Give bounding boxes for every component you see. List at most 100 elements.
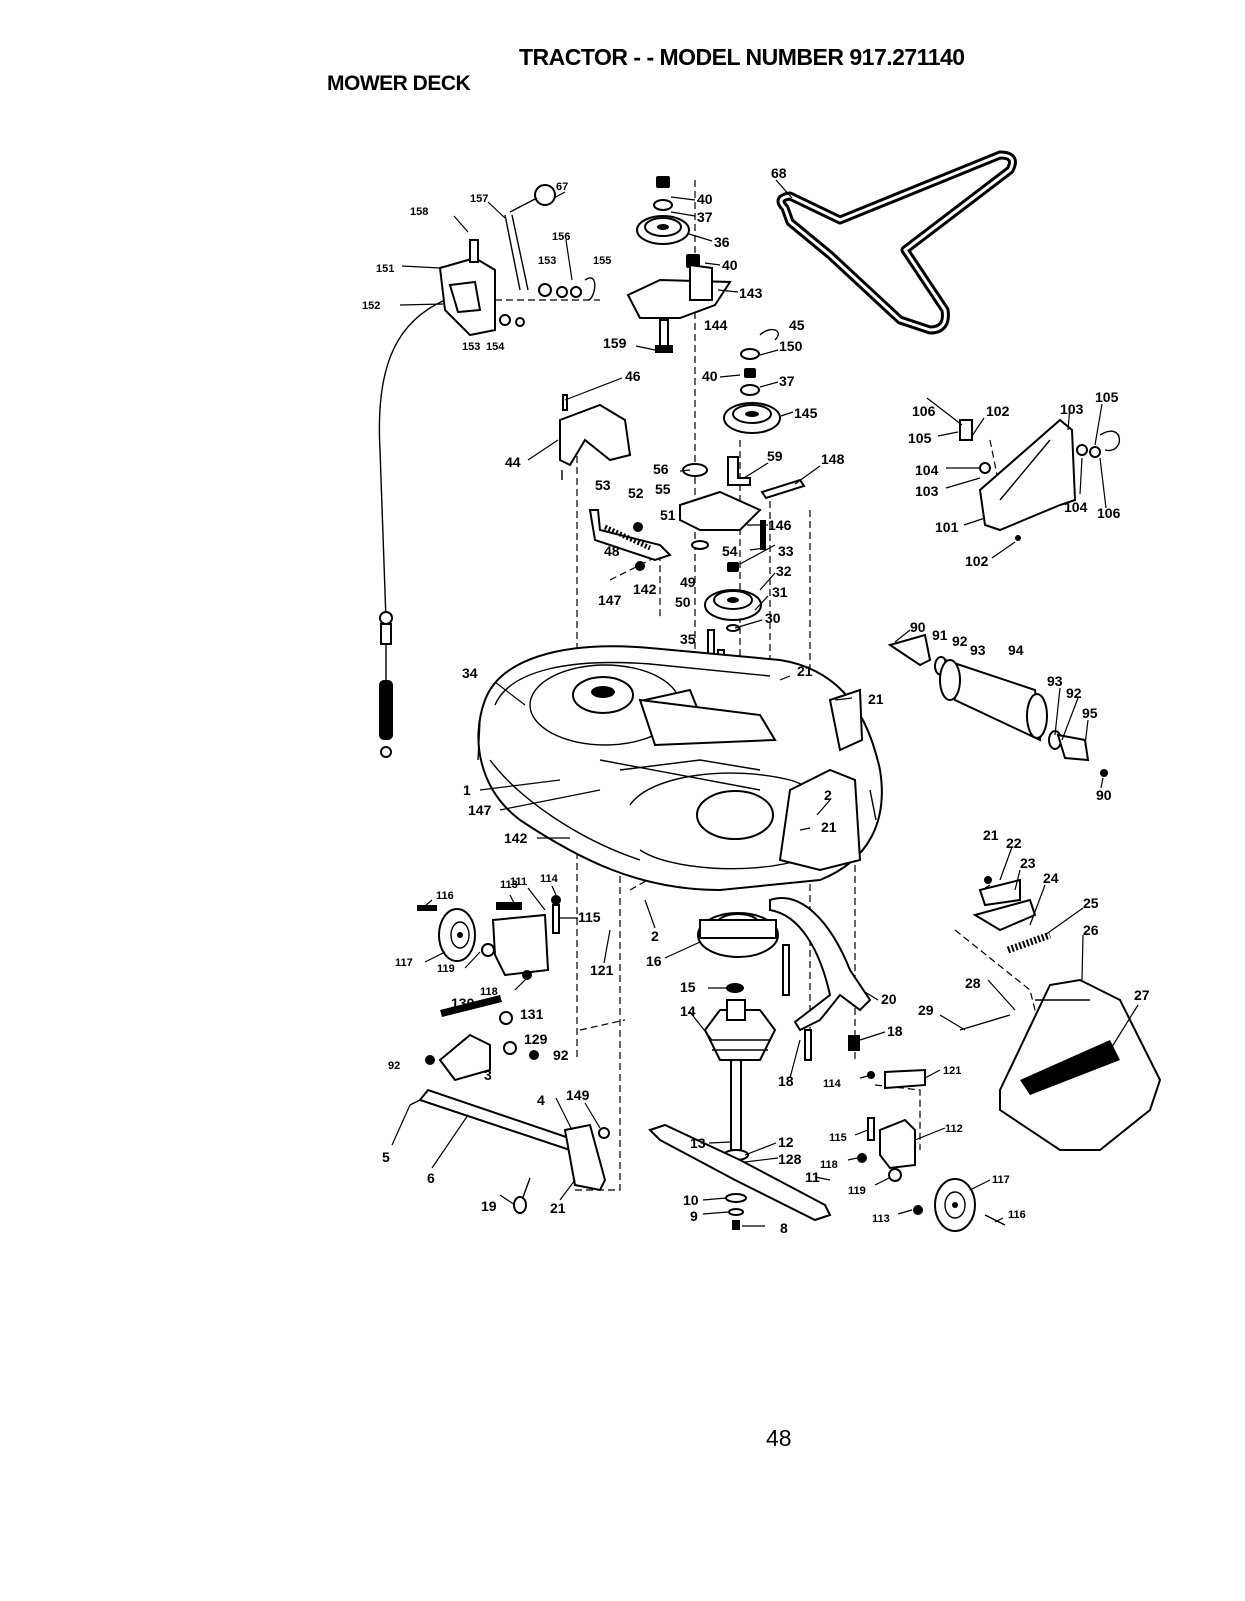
mulch-cover-door xyxy=(959,418,1121,541)
blade-spindle-assembly xyxy=(648,912,832,1230)
callout-1: 1 xyxy=(463,782,471,798)
callout-148: 148 xyxy=(821,451,845,467)
callout-155: 155 xyxy=(593,255,611,267)
callout-151: 151 xyxy=(376,263,394,275)
tension-spring-arm xyxy=(588,509,672,571)
callout-130: 130 xyxy=(451,995,475,1011)
callout-34: 34 xyxy=(462,665,478,681)
callout-22: 22 xyxy=(1006,835,1022,851)
leader-lines xyxy=(391,179,1139,1227)
callout-115-left: 115 xyxy=(578,909,601,925)
callout-25: 25 xyxy=(1083,895,1099,911)
callout-104-right: 104 xyxy=(1064,499,1088,515)
callout-101: 101 xyxy=(935,519,959,535)
callout-106-upper: 106 xyxy=(912,403,936,419)
page-number: 48 xyxy=(766,1425,792,1451)
callout-152: 152 xyxy=(362,300,380,312)
callout-143: 143 xyxy=(739,285,763,301)
rear-link-assembly xyxy=(409,995,610,1214)
idler-arm xyxy=(679,456,806,550)
callout-91: 91 xyxy=(932,627,948,643)
callout-67: 67 xyxy=(556,181,568,193)
callout-6: 6 xyxy=(427,1170,435,1186)
callout-116-right: 116 xyxy=(1008,1209,1026,1221)
callout-19: 19 xyxy=(481,1198,497,1214)
belt-guard xyxy=(559,394,632,480)
callout-40-lower: 40 xyxy=(702,368,718,384)
callout-37-top: 37 xyxy=(697,209,713,225)
drive-belt xyxy=(776,150,1017,335)
callout-26: 26 xyxy=(1083,922,1099,938)
callout-45: 45 xyxy=(789,317,805,333)
callout-50: 50 xyxy=(675,594,691,610)
callout-105-upper: 105 xyxy=(1095,389,1119,405)
control-cable xyxy=(378,299,446,758)
anti-scalp-roller xyxy=(887,633,1108,777)
callout-51: 51 xyxy=(660,507,676,523)
callout-92-left: 92 xyxy=(952,633,968,649)
callout-111: 111 xyxy=(510,876,527,888)
callout-90-right: 90 xyxy=(1096,787,1112,803)
callout-157: 157 xyxy=(470,193,488,205)
mower-deck-housing xyxy=(477,645,883,892)
callout-55: 55 xyxy=(655,481,671,497)
callout-30: 30 xyxy=(765,610,781,626)
callout-106-lower: 106 xyxy=(1097,505,1121,521)
front-hanger-bracket xyxy=(769,897,872,1061)
callout-54: 54 xyxy=(722,543,738,559)
callout-128: 128 xyxy=(778,1151,802,1167)
callout-18-right: 18 xyxy=(887,1023,903,1039)
callout-153-upper: 153 xyxy=(538,255,556,267)
callout-129: 129 xyxy=(524,1031,548,1047)
callout-21-right: 21 xyxy=(868,691,884,707)
callout-113-right: 113 xyxy=(872,1213,890,1225)
callout-117-left: 117 xyxy=(395,957,413,969)
callout-102-lower: 102 xyxy=(965,553,989,569)
callout-44: 44 xyxy=(505,454,521,470)
callout-114-right: 114 xyxy=(823,1078,842,1090)
callout-59: 59 xyxy=(767,448,783,464)
callout-131: 131 xyxy=(520,1006,544,1022)
callout-28: 28 xyxy=(965,975,981,991)
callout-3: 3 xyxy=(484,1067,492,1083)
callout-118-left: 118 xyxy=(480,986,498,998)
callout-142-upper: 142 xyxy=(633,581,657,597)
callout-40-top: 40 xyxy=(697,191,713,207)
callout-104-left: 104 xyxy=(915,462,939,478)
callout-33: 33 xyxy=(778,543,794,559)
callout-150: 150 xyxy=(779,338,803,354)
center-pulley-assembly xyxy=(723,328,781,434)
callout-103-lower: 103 xyxy=(915,483,939,499)
callout-117-right: 117 xyxy=(992,1174,1010,1186)
callout-21-deck: 21 xyxy=(821,819,837,835)
callout-labels: 67 157 158 151 152 156 153 155 153 154 4… xyxy=(362,165,1150,1236)
callout-29: 29 xyxy=(918,1002,934,1018)
callout-94: 94 xyxy=(1008,642,1024,658)
callout-8: 8 xyxy=(780,1220,788,1236)
callout-92-right: 92 xyxy=(1066,685,1082,701)
callout-103-upper: 103 xyxy=(1060,401,1084,417)
callout-90-left: 90 xyxy=(910,619,926,635)
callout-40-middle: 40 xyxy=(722,257,738,273)
callout-146: 146 xyxy=(768,517,792,533)
callout-145: 145 xyxy=(794,405,818,421)
lift-lever-bracket xyxy=(438,184,600,337)
callout-113-left: 113 xyxy=(500,879,518,891)
callout-112: 112 xyxy=(945,1123,963,1135)
left-gauge-wheel xyxy=(417,895,561,980)
callout-147-upper: 147 xyxy=(598,592,622,608)
callout-20: 20 xyxy=(881,991,897,1007)
callout-46: 46 xyxy=(625,368,641,384)
callout-153-lower: 153 xyxy=(462,341,480,353)
callout-114-left: 114 xyxy=(540,873,559,885)
callout-27: 27 xyxy=(1134,987,1150,1003)
callout-95: 95 xyxy=(1082,705,1098,721)
discharge-chute xyxy=(959,876,1162,1151)
callout-105-lower: 105 xyxy=(908,430,932,446)
callout-4: 4 xyxy=(537,1092,545,1108)
callout-53: 53 xyxy=(595,477,611,493)
callout-93-right: 93 xyxy=(1047,673,1063,689)
section-title: MOWER DECK xyxy=(327,72,471,95)
callout-49: 49 xyxy=(680,574,696,590)
